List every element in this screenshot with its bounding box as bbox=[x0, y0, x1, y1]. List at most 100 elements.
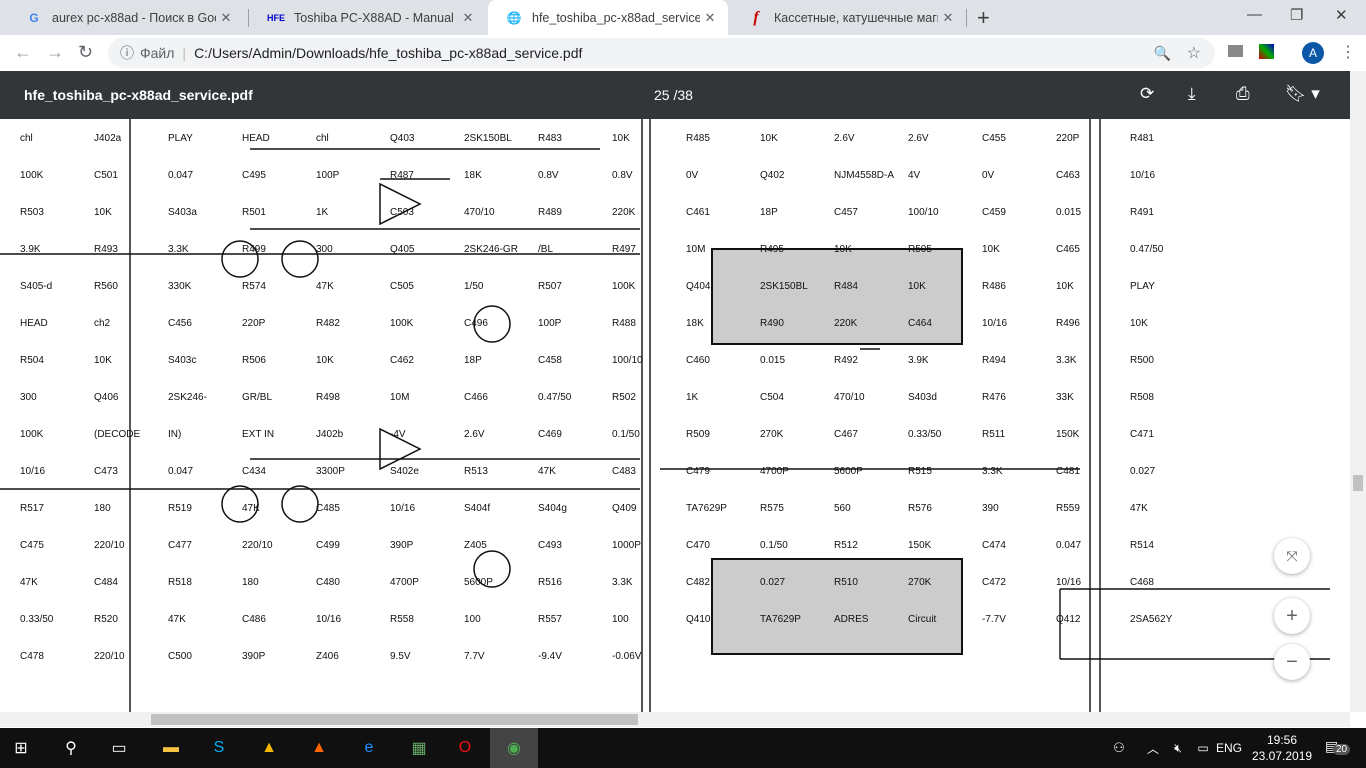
component-label: C463 bbox=[1056, 170, 1080, 181]
component-label: chl bbox=[316, 133, 329, 144]
component-label: C501 bbox=[94, 170, 118, 181]
component-label: J402a bbox=[94, 133, 122, 144]
avatar[interactable]: A bbox=[1302, 42, 1324, 64]
component-label: R493 bbox=[94, 244, 118, 255]
battery-icon[interactable]: ▭ bbox=[1197, 741, 1209, 755]
component-label: C485 bbox=[316, 503, 340, 514]
clock[interactable]: 19:56 23.07.2019 bbox=[1252, 732, 1312, 764]
component-label: 0.047 bbox=[168, 466, 193, 477]
people-icon[interactable]: ⚇ bbox=[1113, 740, 1125, 755]
store-icon[interactable]: ▦ bbox=[411, 740, 427, 757]
file-explorer-icon[interactable]: ▬ bbox=[163, 739, 179, 756]
component-label: 3.9K bbox=[20, 244, 41, 255]
component-label: 2SK150BL bbox=[464, 133, 512, 144]
component-label: 10/16 bbox=[316, 614, 341, 625]
bookmark-star-icon[interactable]: ☆ bbox=[1186, 45, 1201, 62]
back-button[interactable]: ← bbox=[14, 42, 32, 62]
edge-icon[interactable]: e bbox=[364, 739, 374, 756]
zoom-in-button[interactable]: + bbox=[1274, 598, 1310, 634]
close-tab-icon[interactable]: ✕ bbox=[220, 9, 232, 25]
component-label: R513 bbox=[464, 466, 488, 477]
url-text[interactable]: C:/Users/Admin/Downloads/hfe_toshiba_pc-… bbox=[194, 45, 583, 61]
start-button[interactable]: ⊞ bbox=[14, 740, 28, 757]
fit-page-button[interactable]: ⤧ bbox=[1274, 538, 1310, 574]
component-label: 100K bbox=[20, 170, 44, 181]
vlc-icon[interactable]: ▲ bbox=[311, 739, 327, 756]
component-label: S403a bbox=[168, 207, 197, 218]
component-label: 2SK246- bbox=[168, 392, 207, 403]
address-bar[interactable]: ⓘ Файл | C:/Users/Admin/Downloads/hfe_to… bbox=[108, 38, 1215, 68]
component-label: 2.6V bbox=[908, 133, 929, 144]
rotate-icon[interactable]: ⟳ bbox=[1140, 84, 1155, 103]
bookmark-icon[interactable]: 🔖︎ ▾ bbox=[1285, 84, 1320, 103]
component-label: 10K bbox=[94, 355, 112, 366]
new-tab-button[interactable]: + bbox=[977, 5, 990, 30]
component-label: R498 bbox=[316, 392, 340, 403]
component-label: Q403 bbox=[390, 133, 415, 144]
close-tab-icon[interactable]: ✕ bbox=[704, 9, 716, 25]
task-view-icon[interactable]: ▭ bbox=[111, 740, 127, 757]
component-label: C459 bbox=[982, 207, 1006, 218]
tab-cassette-forum[interactable]: f Кассетные, катушечные магнитофоны ✕ bbox=[730, 0, 966, 35]
component-label: 47K bbox=[538, 466, 556, 477]
language-indicator[interactable]: ENG bbox=[1216, 741, 1243, 755]
component-label: 10/16 bbox=[982, 318, 1007, 329]
vertical-scrollbar[interactable] bbox=[1350, 71, 1366, 712]
horizontal-scroll-thumb[interactable] bbox=[151, 714, 638, 725]
minimize-button[interactable]: — bbox=[1247, 6, 1262, 23]
print-icon[interactable]: ⎙ bbox=[1236, 84, 1250, 103]
page-indicator[interactable]: 25 /38 bbox=[654, 87, 693, 103]
component-label: 150K bbox=[908, 540, 932, 551]
component-label: 2.6V bbox=[464, 429, 485, 440]
show-hidden-icons[interactable]: ︿ bbox=[1146, 741, 1159, 756]
restore-button[interactable]: ❐ bbox=[1290, 7, 1304, 24]
component-label: R504 bbox=[20, 355, 44, 366]
tab-google-search[interactable]: G aurex pc-x88ad - Поиск в Google ✕ bbox=[8, 0, 244, 35]
component-label: chl bbox=[20, 133, 33, 144]
component-label: R481 bbox=[1130, 133, 1154, 144]
search-icon[interactable]: ⚲ bbox=[65, 740, 77, 757]
close-window-button[interactable]: ✕ bbox=[1335, 7, 1348, 24]
component-label: C455 bbox=[982, 133, 1006, 144]
download-icon[interactable]: ⤓ bbox=[1188, 84, 1196, 103]
component-label: Q412 bbox=[1056, 614, 1081, 625]
chrome-taskbar-icon[interactable]: ◉ bbox=[490, 728, 538, 768]
component-label: 5600P bbox=[464, 577, 493, 588]
app-triangle-icon[interactable]: ▲ bbox=[261, 739, 277, 756]
horizontal-scrollbar[interactable] bbox=[0, 712, 1350, 727]
component-label: 2SK150BL bbox=[760, 281, 808, 292]
volume-muted-icon[interactable]: 🔇︎ bbox=[1174, 740, 1182, 755]
reload-button[interactable]: ↻ bbox=[78, 42, 94, 62]
component-label: 18P bbox=[760, 207, 778, 218]
zoom-out-icon[interactable]: 🔍 bbox=[1153, 44, 1171, 61]
component-label: 0.8V bbox=[612, 170, 633, 181]
component-label: 470/10 bbox=[464, 207, 495, 218]
tab-pdf[interactable]: 🌐 hfe_toshiba_pc-x88ad_service.pdf ✕ bbox=[488, 0, 728, 35]
tab-toshiba-manual[interactable]: HFE Toshiba PC-X88AD - Manual - Ste ✕ bbox=[250, 0, 486, 35]
extension-folder-icon[interactable] bbox=[1228, 45, 1243, 57]
menu-icon[interactable]: ⋮ bbox=[1340, 44, 1356, 61]
zoom-out-button[interactable]: − bbox=[1274, 644, 1310, 680]
component-label: 1000P bbox=[612, 540, 641, 551]
forward-button[interactable]: → bbox=[46, 42, 64, 62]
component-label: 47K bbox=[1130, 503, 1148, 514]
vertical-scroll-thumb[interactable] bbox=[1353, 475, 1363, 491]
component-label: IN) bbox=[168, 429, 181, 440]
skype-icon[interactable]: S bbox=[213, 739, 225, 756]
action-center-icon[interactable]: ▤20 bbox=[1325, 738, 1351, 755]
tab-strip: G aurex pc-x88ad - Поиск в Google ✕ HFE … bbox=[0, 0, 1366, 35]
component-label: R497 bbox=[612, 244, 636, 255]
google-icon: G bbox=[29, 10, 39, 25]
component-label: R500 bbox=[1130, 355, 1154, 366]
extension-color-icon[interactable] bbox=[1259, 44, 1274, 59]
info-icon[interactable]: ⓘ bbox=[120, 45, 134, 61]
component-label: NJM4558D-A bbox=[834, 170, 894, 181]
component-label: HEAD bbox=[242, 133, 270, 144]
close-tab-icon[interactable]: ✕ bbox=[462, 9, 474, 25]
current-page[interactable]: 25 bbox=[654, 87, 670, 103]
opera-icon[interactable]: O bbox=[458, 739, 472, 756]
close-tab-icon[interactable]: ✕ bbox=[942, 9, 954, 25]
component-label: 10K bbox=[316, 355, 334, 366]
component-label: 33K bbox=[1056, 392, 1074, 403]
component-label: 0.015 bbox=[1056, 207, 1081, 218]
